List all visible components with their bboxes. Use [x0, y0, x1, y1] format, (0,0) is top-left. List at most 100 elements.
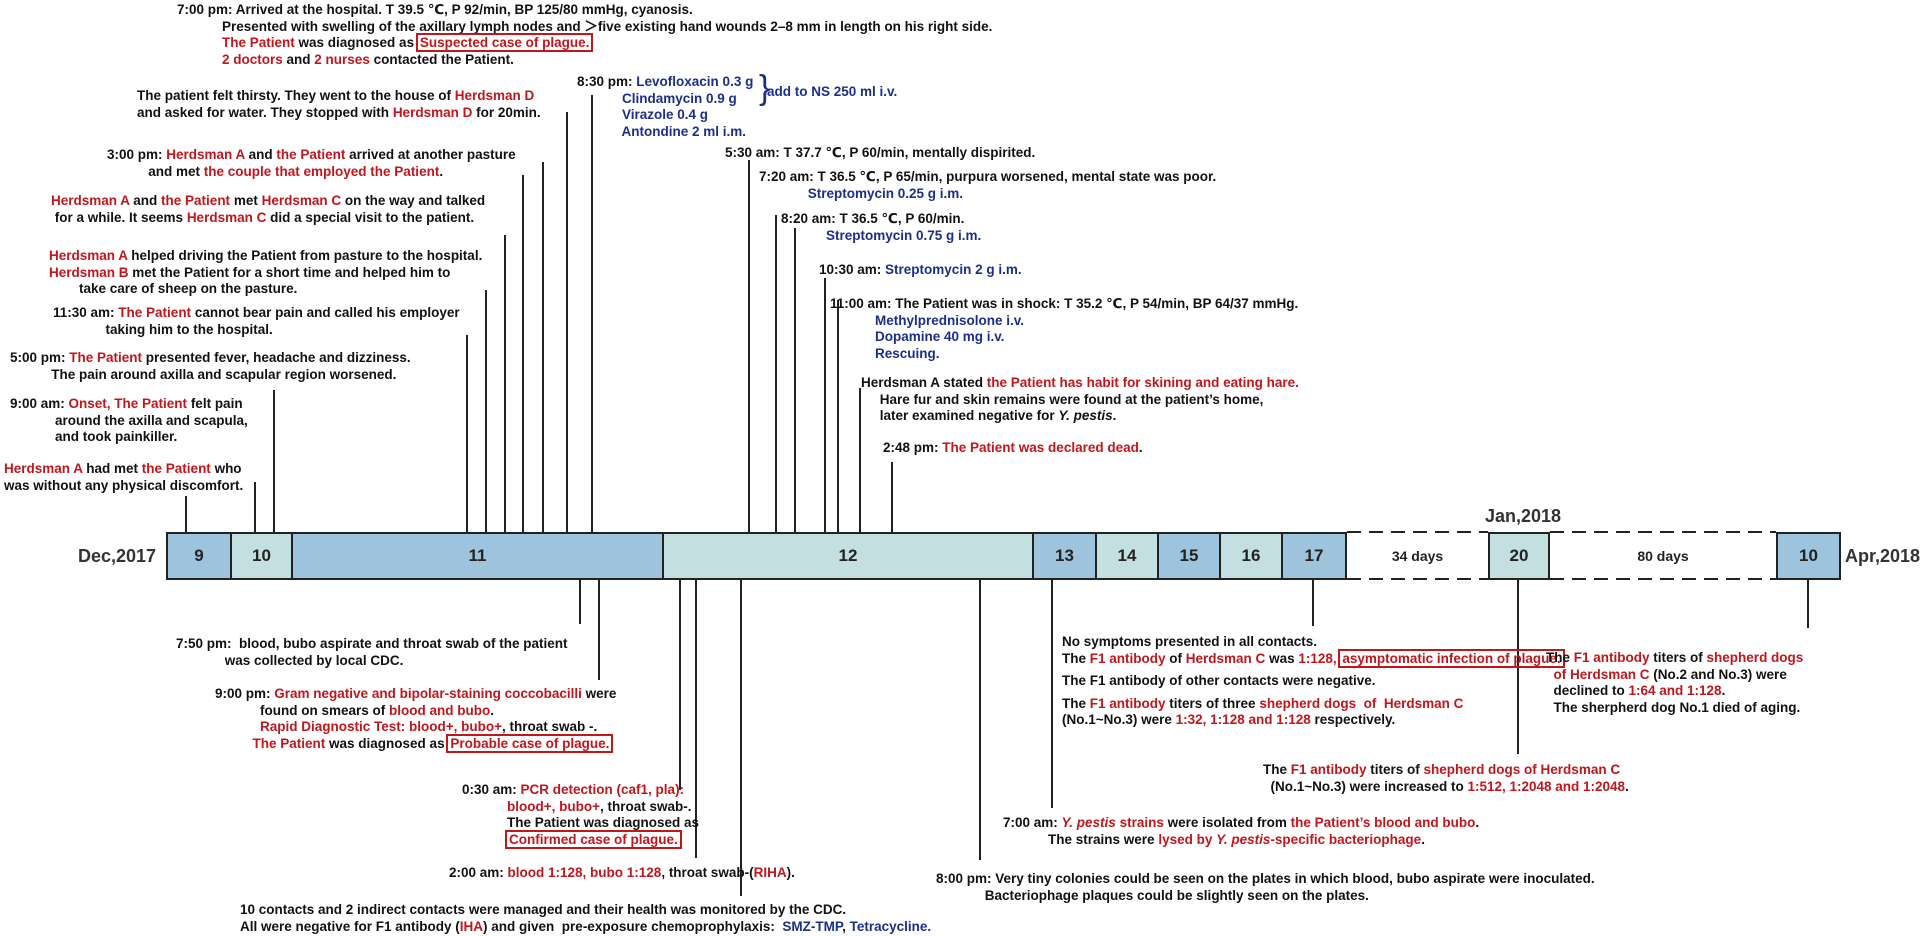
- annotation-line: taking him to the hospital.: [53, 322, 460, 339]
- annotation-text: 2:00 am:: [449, 865, 508, 880]
- annotation-text: 7:00 am:: [1003, 815, 1062, 830]
- event-dec11-1130am: 11:30 am: The Patient cannot bear pain a…: [53, 305, 460, 338]
- annotation-text: ) and given pre-exposure chemoprophylaxi…: [483, 918, 783, 934]
- annotation-text: ,: [842, 918, 850, 934]
- annotation-text: [830, 313, 875, 328]
- annotation-text: 8:00 pm: Very tiny colonies could be see…: [936, 871, 1595, 886]
- day-segment-dec-9: 9: [166, 532, 232, 580]
- annotation-text: Herdsman A: [49, 248, 128, 263]
- annotation-text: shepherd dogs of Herdsman C: [1423, 762, 1621, 777]
- event-apr10-dogs: The F1 antibody titers of shepherd dogs …: [1546, 650, 1803, 716]
- annotation-text: found on smears of: [215, 702, 390, 718]
- annotation-text: [781, 228, 826, 243]
- annotation-text: blood and bubo: [389, 702, 491, 718]
- annotation-line: Herdsman A helped driving the Patient fr…: [49, 248, 482, 265]
- day-segment-dec-10: 10: [230, 532, 293, 580]
- annotation-text: The F1 antibody of other contacts were n…: [1062, 673, 1376, 689]
- annotation-text: [577, 91, 622, 106]
- annotation-text: [177, 35, 222, 50]
- annotation-line: and met the couple that employed the Pat…: [107, 164, 516, 181]
- annotation-text: 7:00 pm: Arrived at the hospital. T 39.5…: [177, 2, 693, 17]
- annotation-text: Tetracycline.: [849, 918, 932, 934]
- annotation-text: was without any physical discomfort.: [4, 477, 244, 493]
- annotation-text: was collected by local CDC.: [176, 652, 404, 668]
- annotation-line: blood+, bubo+, throat swab-.: [462, 799, 699, 816]
- annotation-text: the Patient has habit for skining and ea…: [986, 375, 1299, 390]
- annotation-text: presented fever, headache and dizziness.: [142, 350, 411, 365]
- annotation-text: [462, 799, 507, 814]
- event-dec12-530am: 5:30 am: T 37.7 ℃, P 60/min, mentally di…: [725, 145, 1035, 162]
- annotation-text: All were negative for F1 antibody (: [240, 918, 460, 934]
- annotation-line: Streptomycin 0.75 g i.m.: [781, 228, 981, 245]
- annotation-text: Herdsman A stated: [861, 375, 987, 390]
- annotation-text: .: [1112, 408, 1117, 424]
- day-segment-dec-16: 16: [1219, 532, 1283, 580]
- annotation-text: had met: [82, 461, 142, 476]
- annotation-text: 9:00 am:: [10, 396, 69, 411]
- annotation-text: blood 1:128, bubo 1:128: [507, 865, 662, 880]
- annotation-line: The F1 antibody of Herdsman C was 1:128,…: [1062, 648, 1565, 668]
- event-dec13-isolation: 7:00 am: Y. pestis strains were isolated…: [1003, 815, 1479, 848]
- event-dec11-gram-stain: 9:00 pm: Gram negative and bipolar-stain…: [215, 686, 617, 753]
- annotation-text: The: [1062, 695, 1090, 711]
- annotation-text: Herdsman B: [49, 264, 129, 280]
- annotation-line: The F1 antibody titers of shepherd dogs …: [1263, 762, 1629, 779]
- annotation-text: Gram negative and bipolar-staining cocco…: [274, 686, 582, 701]
- annotation-line: 3:00 pm: Herdsman A and the Patient arri…: [107, 147, 516, 164]
- day-segment-apr-10: 10: [1776, 532, 1841, 580]
- annotation-text: Streptomycin 0.25 g i.m.: [807, 185, 964, 201]
- annotation-text: The Patient was declared dead: [942, 440, 1139, 455]
- annotation-line: and took painkiller.: [10, 429, 248, 446]
- annotation-text: were isolated from: [1163, 815, 1291, 830]
- annotation-text: RIHA: [753, 865, 787, 880]
- annotation-text: Antondine 2 ml i.m.: [621, 123, 747, 139]
- annotation-text: , throat swab-(: [661, 865, 754, 880]
- annotation-text: (No.1~No.3) were increased to: [1263, 778, 1468, 794]
- annotation-line: Antondine 2 ml i.m.: [577, 124, 753, 141]
- annotation-text: [215, 736, 253, 751]
- annotation-text: Y. pestis: [1058, 408, 1113, 424]
- annotation-text: Clindamycin 0.9 g: [622, 90, 737, 106]
- jan-month-label: Jan,2018: [1485, 506, 1562, 526]
- annotation-text: helped driving the Patient from pasture …: [127, 248, 483, 263]
- annotation-text: around the axilla and scapula,: [10, 412, 248, 428]
- annotation-text: The Patient: [118, 305, 192, 320]
- annotation-text: The: [1263, 762, 1291, 777]
- event-dec12-declared-dead: 2:48 pm: The Patient was declared dead.: [883, 440, 1143, 457]
- annotation-text: The patient felt thirsty. They went to t…: [137, 88, 455, 103]
- annotation-text: , throat swab-.: [600, 798, 692, 814]
- annotation-text: 11:30 am:: [53, 305, 119, 320]
- annotation-text: Y. pestis: [1061, 815, 1116, 830]
- annotation-line: was without any physical discomfort.: [4, 478, 243, 495]
- annotation-text: Herdsman D: [392, 104, 473, 120]
- annotation-text: .: [490, 702, 495, 718]
- event-contacts-prophylaxis: 10 contacts and 2 indirect contacts were…: [240, 902, 931, 935]
- event-dec11-herdsman-c: Herdsman A and the Patient met Herdsman …: [51, 193, 485, 226]
- annotation-line: The F1 antibody titers of shepherd dogs: [1546, 650, 1803, 667]
- annotation-text: who: [210, 461, 242, 476]
- annotation-text: No symptoms presented in all contacts.: [1062, 634, 1318, 649]
- annotation-text: 2 nurses: [314, 51, 370, 67]
- annotation-text: on the way and talked: [341, 193, 486, 208]
- annotation-line: 7:00 pm: Arrived at the hospital. T 39.5…: [177, 2, 992, 19]
- annotation-text: Herdsman D: [454, 88, 535, 103]
- event-dec11-arrival: 7:00 pm: Arrived at the hospital. T 39.5…: [177, 2, 992, 68]
- event-dec10-5pm: 5:00 pm: The Patient presented fever, he…: [10, 350, 411, 383]
- annotation-text: Herdsman C: [261, 193, 342, 208]
- event-dec11-another-pasture: 3:00 pm: Herdsman A and the Patient arri…: [107, 147, 516, 180]
- annotation-text: Rapid Diagnostic Test: blood+, bubo+: [260, 719, 503, 735]
- end-month-label: Apr,2018: [1845, 546, 1921, 566]
- annotation-text: were: [581, 686, 617, 701]
- annotation-line: 8:00 pm: Very tiny colonies could be see…: [936, 871, 1595, 888]
- annotation-text: .: [1421, 831, 1425, 847]
- annotation-line: Hare fur and skin remains were found at …: [861, 392, 1299, 409]
- event-jan20-dogs: The F1 antibody titers of shepherd dogs …: [1263, 762, 1629, 795]
- annotation-text: F1 antibody: [1290, 762, 1367, 777]
- annotation-line: Virazole 0.4 g: [577, 107, 753, 124]
- annotation-text: and: [282, 51, 315, 67]
- annotation-text: Bacteriophage plaques could be slightly …: [936, 887, 1369, 903]
- annotation-text: lysed by: [1158, 831, 1217, 847]
- annotation-text: Streptomycin 2 g i.m.: [885, 262, 1022, 277]
- event-dec12-riha: 2:00 am: blood 1:128, bubo 1:128, throat…: [449, 865, 795, 882]
